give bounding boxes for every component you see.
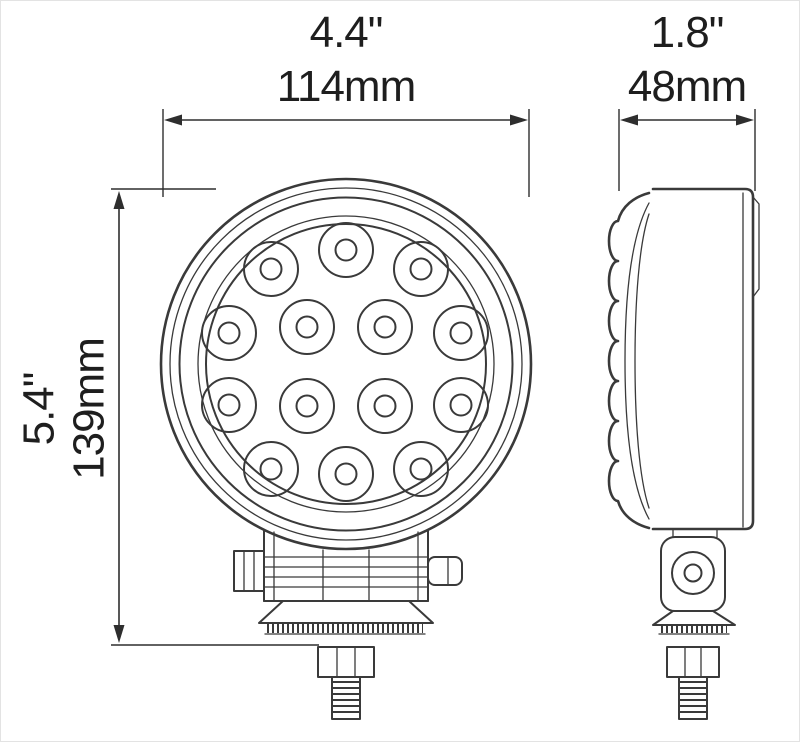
- led: [357, 299, 413, 355]
- front-mounting-bracket: [233, 529, 463, 720]
- bezel-ring: [178, 196, 514, 532]
- bezel-contour: [634, 213, 650, 509]
- lens-edge-ring: [205, 223, 487, 505]
- led: [357, 378, 413, 434]
- depth-mm-label: 48mm: [628, 62, 746, 111]
- pivot-bolt: [671, 551, 715, 595]
- arrowhead-top: [113, 191, 125, 209]
- pivot-bolt-head: [233, 550, 265, 592]
- pivot-knob: [427, 556, 463, 586]
- bezel-ring: [197, 215, 495, 513]
- height-mm-label: 139mm: [65, 338, 114, 480]
- width-inches-label: 4.4": [310, 8, 383, 57]
- hex-nut: [666, 646, 720, 678]
- housing-outline: [651, 187, 755, 531]
- width-dimension: 4.4" 114mm: [162, 8, 530, 197]
- pivot-bolt-center: [683, 563, 703, 583]
- height-dimension: 5.4" 139mm: [15, 188, 319, 646]
- side-mounting-bracket: [652, 528, 736, 720]
- base-plate: [258, 600, 434, 624]
- led: [279, 299, 335, 355]
- base-plate: [652, 610, 736, 626]
- pivot-bracket: [660, 536, 726, 612]
- depth-dimension: 1.8" 48mm: [618, 8, 756, 191]
- led: [243, 241, 299, 297]
- hex-nut: [317, 646, 375, 678]
- bezel-contour: [624, 202, 650, 520]
- side-view: [607, 187, 760, 720]
- arrowhead-left: [164, 114, 182, 126]
- threaded-stud: [331, 676, 361, 720]
- bezel-ring: [169, 187, 523, 541]
- arrowhead-right: [510, 114, 528, 126]
- arrowhead-right: [736, 114, 754, 126]
- led: [279, 378, 335, 434]
- led: [318, 446, 374, 502]
- threaded-stud: [678, 676, 708, 720]
- led: [433, 305, 489, 361]
- depth-inches-label: 1.8": [651, 8, 724, 57]
- bezel-ring-outer: [159, 177, 533, 551]
- bezel-scallop-edge: [607, 191, 651, 530]
- width-mm-label: 114mm: [277, 62, 415, 111]
- led: [393, 241, 449, 297]
- arrowhead-bottom: [113, 625, 125, 643]
- led: [318, 222, 374, 278]
- height-inches-label: 5.4": [15, 373, 64, 446]
- front-view: [159, 177, 533, 720]
- housing-tab: [752, 196, 760, 298]
- led: [201, 377, 257, 433]
- arrowhead-left: [620, 114, 638, 126]
